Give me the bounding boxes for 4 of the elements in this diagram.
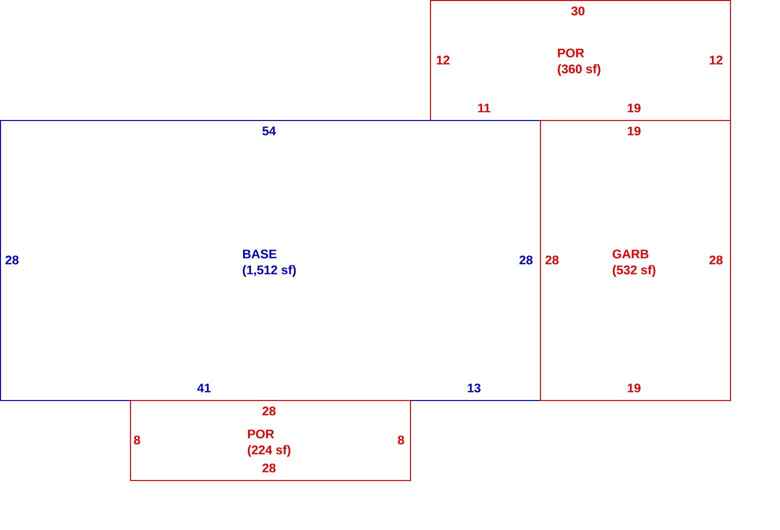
room-box: POR (360 sf) 30 12 12 11 19	[430, 0, 731, 121]
room-box: POR (224 sf) 28 8 8 28	[130, 400, 411, 481]
room-box: BASE (1,512 sf) 54 28 28 41 13	[0, 120, 541, 401]
room-box: GARB (532 sf) 19 28 28 19	[540, 120, 731, 401]
